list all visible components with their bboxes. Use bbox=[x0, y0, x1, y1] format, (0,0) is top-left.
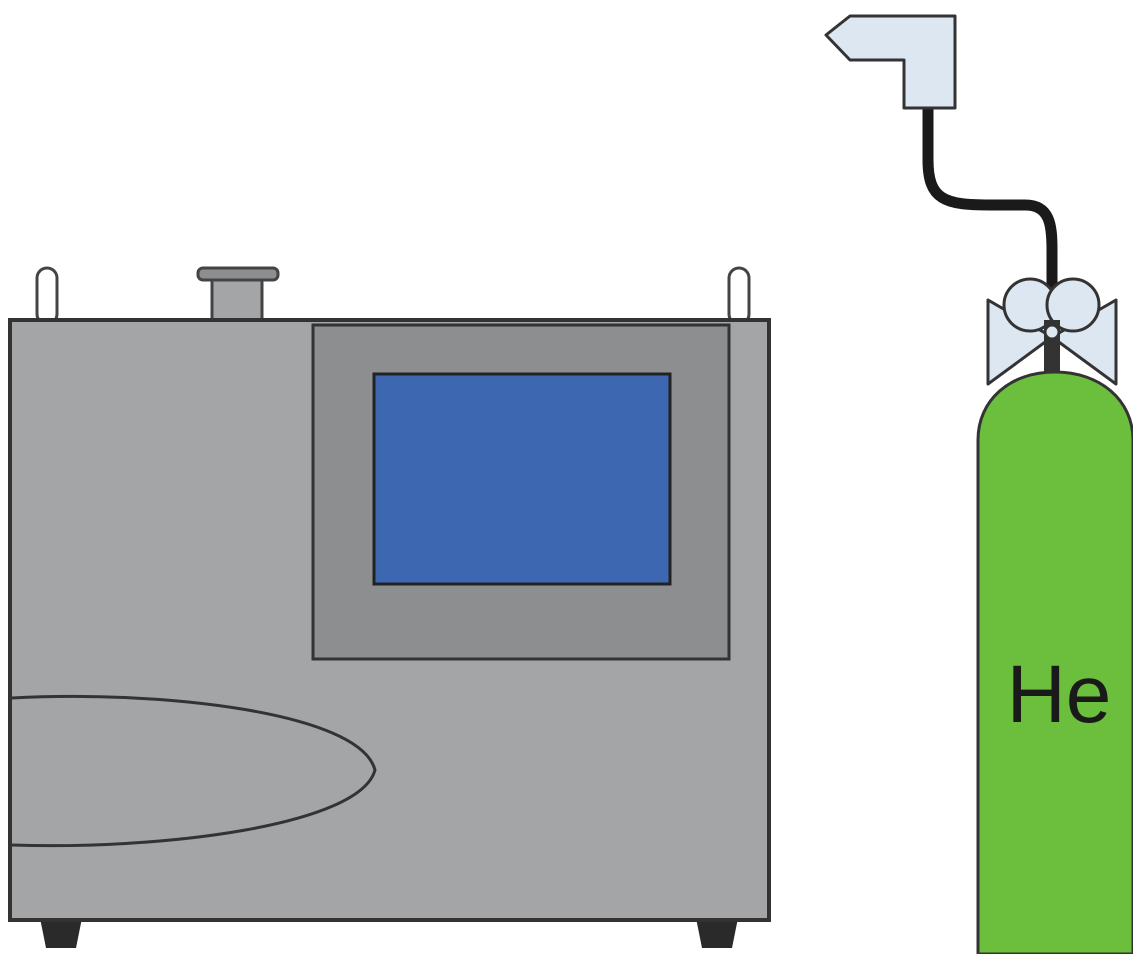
display-screen bbox=[374, 374, 670, 584]
cylinder-valve bbox=[988, 279, 1116, 384]
top-port bbox=[198, 268, 278, 324]
instrument bbox=[10, 268, 769, 948]
cylinder-label: He bbox=[1007, 649, 1112, 740]
left-handle bbox=[37, 268, 57, 324]
gas-connector bbox=[826, 16, 955, 108]
right-handle bbox=[729, 268, 749, 324]
gas-hose bbox=[928, 108, 1052, 300]
left-foot bbox=[40, 918, 82, 948]
right-foot bbox=[696, 918, 738, 948]
